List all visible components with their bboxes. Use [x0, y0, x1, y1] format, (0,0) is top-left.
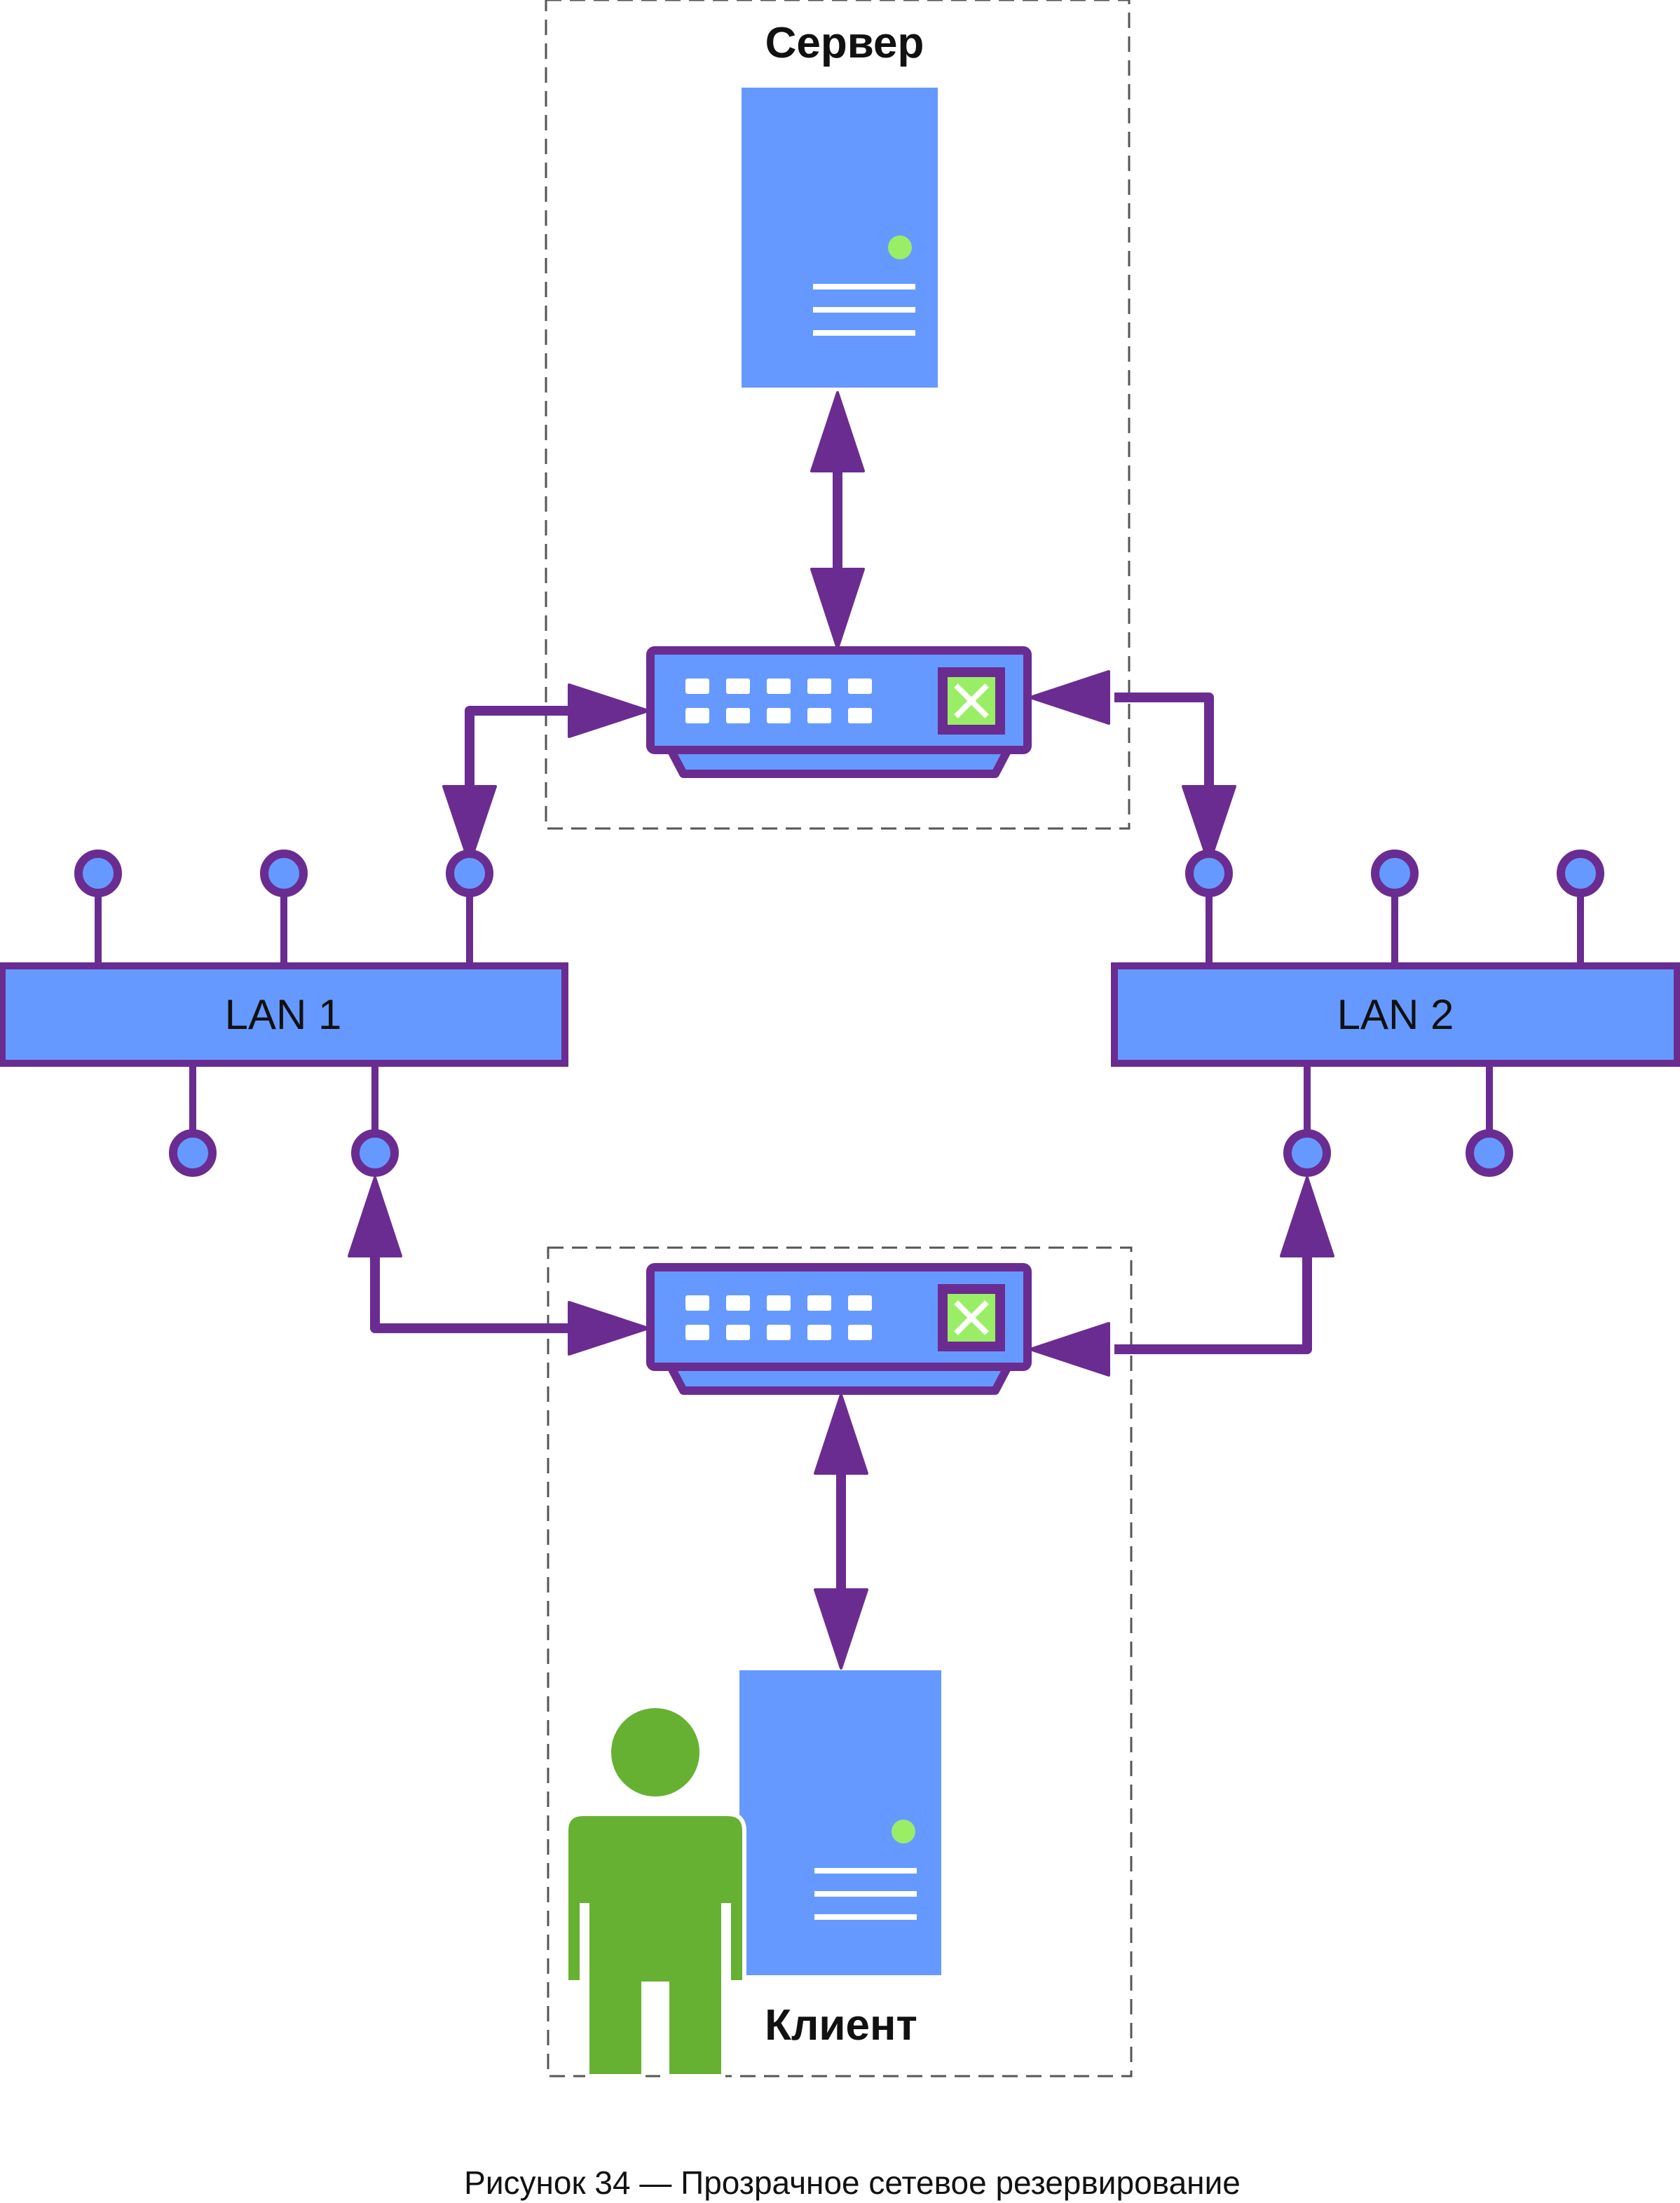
- arrowhead-left-bottom-switch-right: [1029, 1322, 1110, 1377]
- user-person-icon: [564, 1704, 746, 2078]
- server-icon: [742, 88, 938, 388]
- top-switch-icon: [646, 646, 1032, 778]
- link-top-switch-to-lan1: [465, 706, 582, 813]
- link-bottom-switch-to-lan1: [370, 1255, 582, 1333]
- figure-caption: Рисунок 34 — Прозрачное сетевое резервир…: [464, 2164, 1241, 2201]
- arrowhead-right-bottom-switch-left: [568, 1301, 650, 1356]
- arrowhead-left-top-switch-right: [1029, 670, 1110, 725]
- arrowhead-up-server: [810, 391, 865, 472]
- lan1-node-bottom-2: [351, 1129, 399, 1177]
- arrowhead-down-lan2-top: [1182, 785, 1236, 865]
- bottom-switch-ports: [685, 1295, 872, 1340]
- arrowhead-right-top-switch-left: [568, 683, 650, 738]
- arrowheads: [348, 391, 1334, 1670]
- lan1-node-top-2: [260, 850, 308, 897]
- lan2-node-bottom-2: [1466, 1129, 1513, 1177]
- lan1-node-top-1: [74, 850, 122, 897]
- arrowhead-up-lan1-bottom: [348, 1176, 402, 1257]
- lan1-bus: [0, 850, 568, 1177]
- lan1-node-bottom-1: [169, 1129, 217, 1177]
- client-group-box: [547, 1246, 1133, 2078]
- bottom-switch-icon: [646, 1263, 1032, 1395]
- links: [370, 449, 1312, 1605]
- lan2-label: LAN 2: [1337, 991, 1454, 1038]
- client-group-label: Клиент: [765, 2001, 917, 2049]
- link-bottom-switch-to-lan2: [1114, 1255, 1312, 1354]
- arrowhead-down-lan1-top: [442, 785, 497, 865]
- arrowhead-down-client: [814, 1588, 868, 1670]
- lan2-node-top-1: [1185, 850, 1233, 897]
- link-top-switch-to-lan2: [1114, 693, 1214, 813]
- arrowhead-up-bottom-switch: [814, 1393, 868, 1475]
- server-group-box: [545, 0, 1131, 830]
- lan2-bus: [1111, 850, 1680, 1177]
- arrowhead-up-lan2-bottom: [1280, 1176, 1334, 1257]
- lan2-node-bottom-1: [1283, 1129, 1331, 1177]
- lan2-node-top-2: [1371, 850, 1419, 897]
- lan1-node-top-3: [446, 850, 493, 897]
- top-switch-ports: [685, 678, 872, 723]
- server-group-label: Сервер: [765, 19, 924, 67]
- lan1-label: LAN 1: [225, 991, 342, 1038]
- client-computer-icon: [739, 1670, 941, 1975]
- lan2-node-top-3: [1557, 850, 1604, 897]
- arrowhead-down-top-switch: [810, 568, 865, 650]
